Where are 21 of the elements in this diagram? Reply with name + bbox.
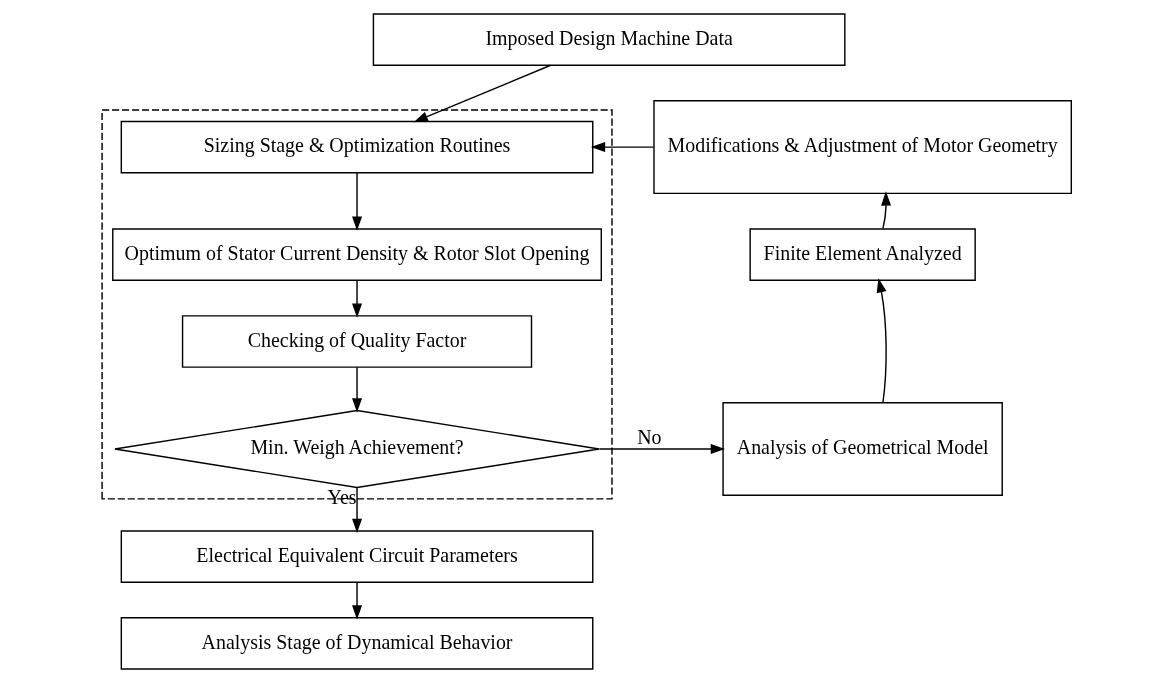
node-box: Imposed Design Machine Data	[372, 13, 846, 66]
node-diamond: Min. Weigh Achievement?	[114, 409, 600, 489]
node-box: Analysis of Geometrical Model	[722, 402, 1003, 497]
arrow	[598, 444, 725, 455]
node-box: Analysis Stage of Dynamical Behavior	[120, 617, 594, 670]
arrow	[352, 172, 363, 231]
arrow	[352, 366, 363, 413]
arrow	[876, 278, 887, 404]
node-box: Modifications & Adjustment of Motor Geometry	[653, 100, 1072, 195]
edge-label: No	[637, 425, 662, 448]
arrow	[352, 279, 363, 318]
node-box: Sizing Stage & Optimization Routines	[120, 120, 594, 174]
node-box: Optimum of Stator Current Density & Rotor Slot Opening	[112, 228, 602, 281]
arrow	[352, 486, 363, 533]
arrow	[590, 142, 655, 153]
node-box: Electrical Equivalent Circuit Parameters	[120, 530, 594, 583]
arrow	[413, 64, 552, 123]
node-box: Checking of Quality Factor	[181, 315, 533, 368]
arrow	[881, 191, 892, 230]
arrow	[352, 581, 363, 620]
node-box: Finite Element Analyzed	[749, 228, 976, 281]
